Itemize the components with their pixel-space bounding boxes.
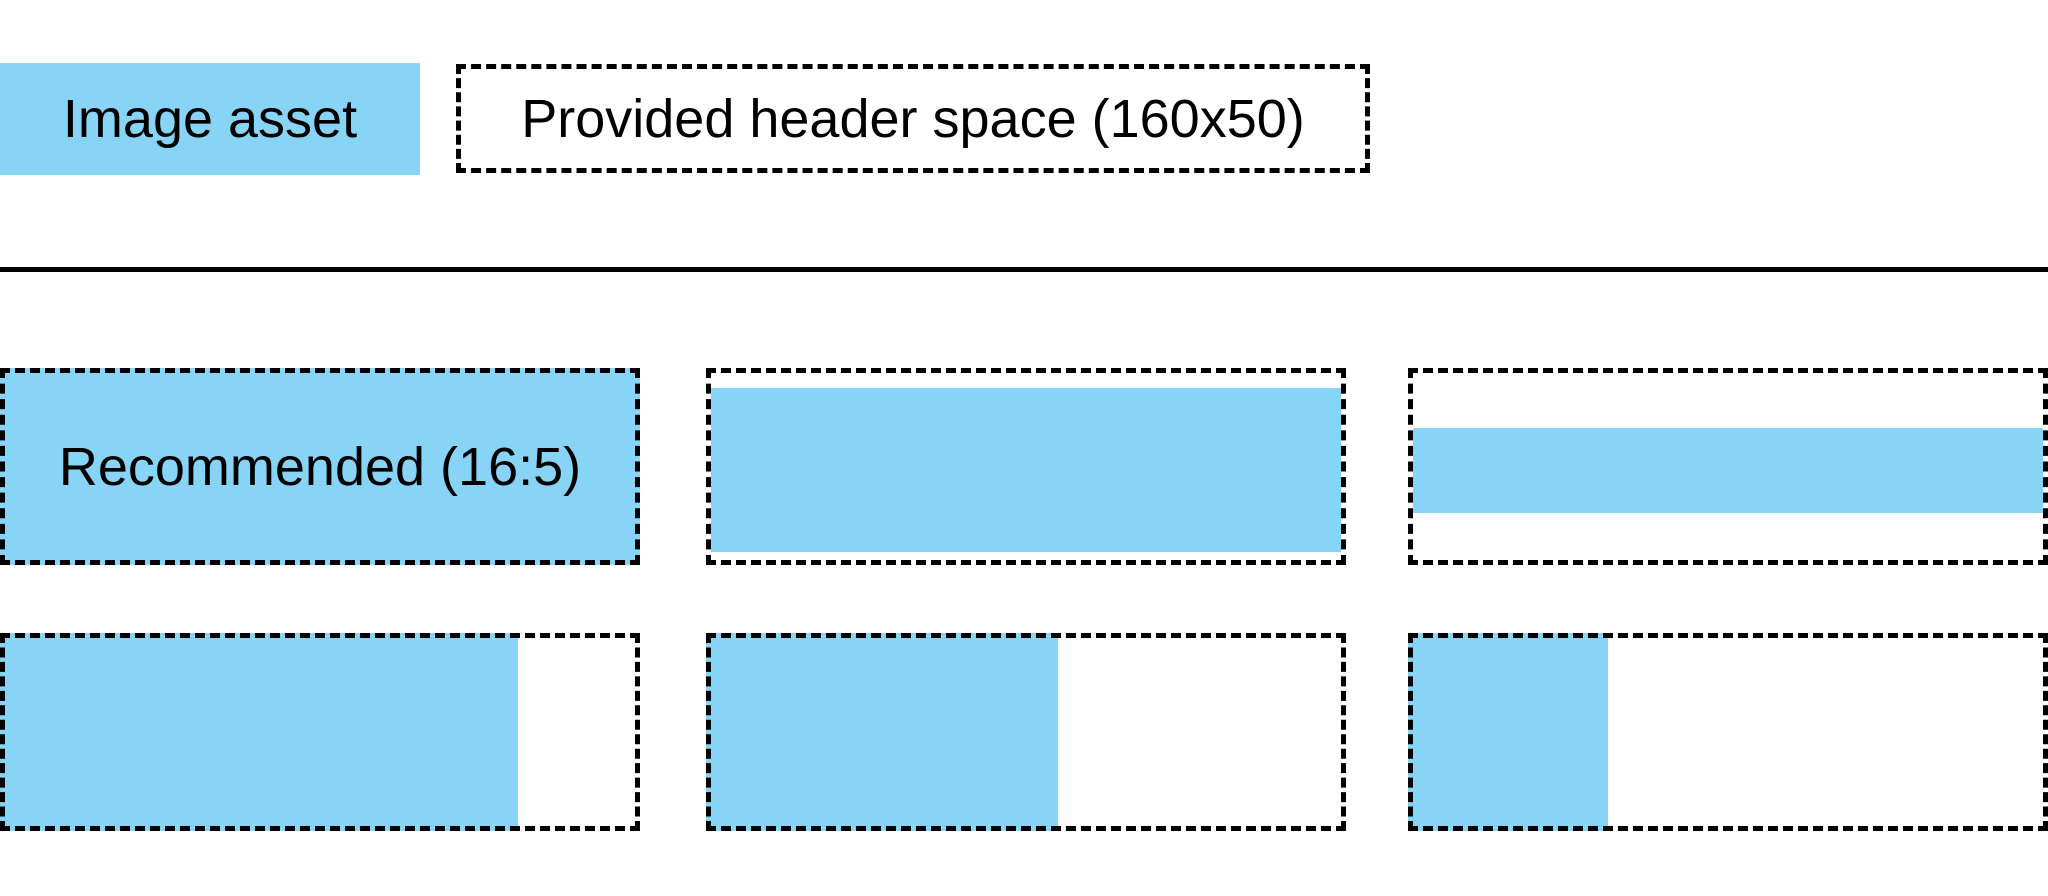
demo-box-label: Recommended (16:5) bbox=[58, 436, 582, 497]
image-asset-fill bbox=[0, 633, 519, 831]
header-space-outline bbox=[1408, 368, 2048, 565]
header-space-outline bbox=[0, 633, 640, 831]
header-space-outline bbox=[706, 633, 1346, 831]
legend-header-space-label: Provided header space (160x50) bbox=[521, 88, 1305, 149]
header-space-outline bbox=[0, 368, 640, 565]
image-asset-fill bbox=[711, 388, 1341, 552]
demo-box-letterboxed-medium bbox=[706, 368, 1346, 565]
demo-box-pillarboxed-narrow bbox=[1408, 633, 2048, 831]
demo-box-pillarboxed-medium bbox=[706, 633, 1346, 831]
image-asset-fill bbox=[0, 368, 640, 565]
legend-header-space-box: Provided header space (160x50) bbox=[456, 64, 1370, 173]
legend-image-asset-label: Image asset bbox=[62, 89, 358, 149]
section-divider bbox=[0, 267, 2048, 272]
image-asset-fill bbox=[1413, 427, 2043, 514]
header-space-outline bbox=[706, 368, 1346, 565]
image-asset-fill bbox=[1408, 633, 1609, 831]
header-space-outline bbox=[1408, 633, 2048, 831]
legend-image-asset-swatch: Image asset bbox=[0, 63, 420, 175]
image-asset-fill bbox=[706, 633, 1058, 831]
demo-box-recommended: Recommended (16:5) bbox=[0, 368, 640, 565]
demo-box-letterboxed-thin bbox=[1408, 368, 2048, 565]
demo-box-pillarboxed-wide bbox=[0, 633, 640, 831]
